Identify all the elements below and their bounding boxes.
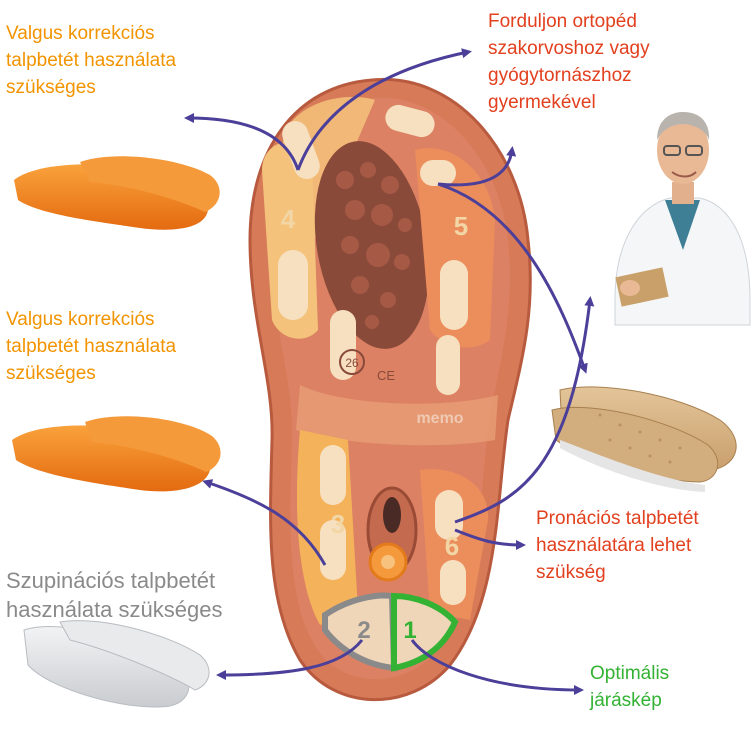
arrows [184,48,595,695]
valgus-insole-top [14,156,220,230]
orthopedist-label: Forduljon ortopéd szakorvoshoz vagy gyóg… [488,11,650,113]
optimal-gait-label: Optimális járáskép [590,663,670,711]
zone-3-number: 3 [331,509,345,539]
arrow-zone5-to-leather-insole [437,182,588,374]
doctor-photo [614,112,751,326]
pronation-label: Pronációs talpbetét használatára lehet s… [536,508,699,583]
zone-2-number: 2 [357,617,370,644]
size-mark: 26 [345,356,359,370]
valgus-insole-mid [12,416,221,492]
brand-mark: memo [416,410,463,427]
zone-5-number: 5 [454,211,468,241]
ce-mark: CE [377,368,395,383]
zone-4-number: 4 [281,204,296,234]
zone-1-number: 1 [403,617,416,644]
valgus-label-top: Valgus korrekciós talpbetét használata s… [6,23,177,98]
zone-6-number: 6 [445,531,459,561]
shoe-sole: 4 5 3 6 2 1 26 CE memo [248,77,532,702]
supination-insole [23,620,210,708]
arrow-zone3-to-valgus-mid [202,479,327,566]
valgus-label-middle: Valgus korrekciós talpbetét használata s… [6,309,177,384]
arrow-zone6-to-doctor [454,296,595,524]
arrow-zone4-to-valgus-top [184,113,300,171]
arrow-zone4-to-orthopedist [296,48,472,171]
arrow-zone6-to-pronation [454,528,526,550]
arrow-zone2-to-supination [216,639,364,680]
leather-insole [551,386,737,492]
arrow-zone5-to-orthopedist [437,146,517,187]
supination-label: Szupinációs talpbetét használata szükség… [6,568,223,622]
arrow-zone1-to-optimal [410,639,584,695]
